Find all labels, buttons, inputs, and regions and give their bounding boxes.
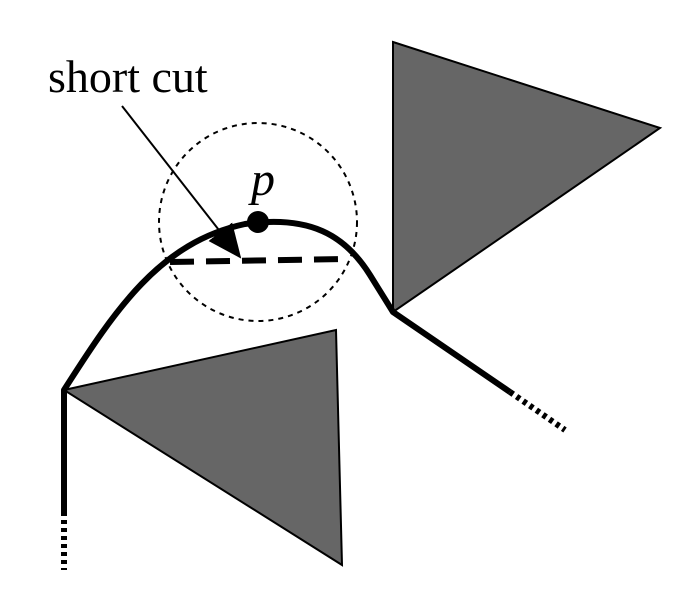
obstacle-triangle-lower-left <box>61 328 344 567</box>
short-cut-segment <box>169 256 346 265</box>
point-p-label: p <box>248 153 275 206</box>
short-cut-arrow <box>121 105 242 259</box>
neighborhood-circle <box>158 122 358 322</box>
obstacle-triangle-upper-right <box>392 40 663 314</box>
path-continuation-right <box>508 389 567 433</box>
point-p-dot <box>247 211 269 233</box>
short-cut-label: short cut <box>48 51 208 102</box>
